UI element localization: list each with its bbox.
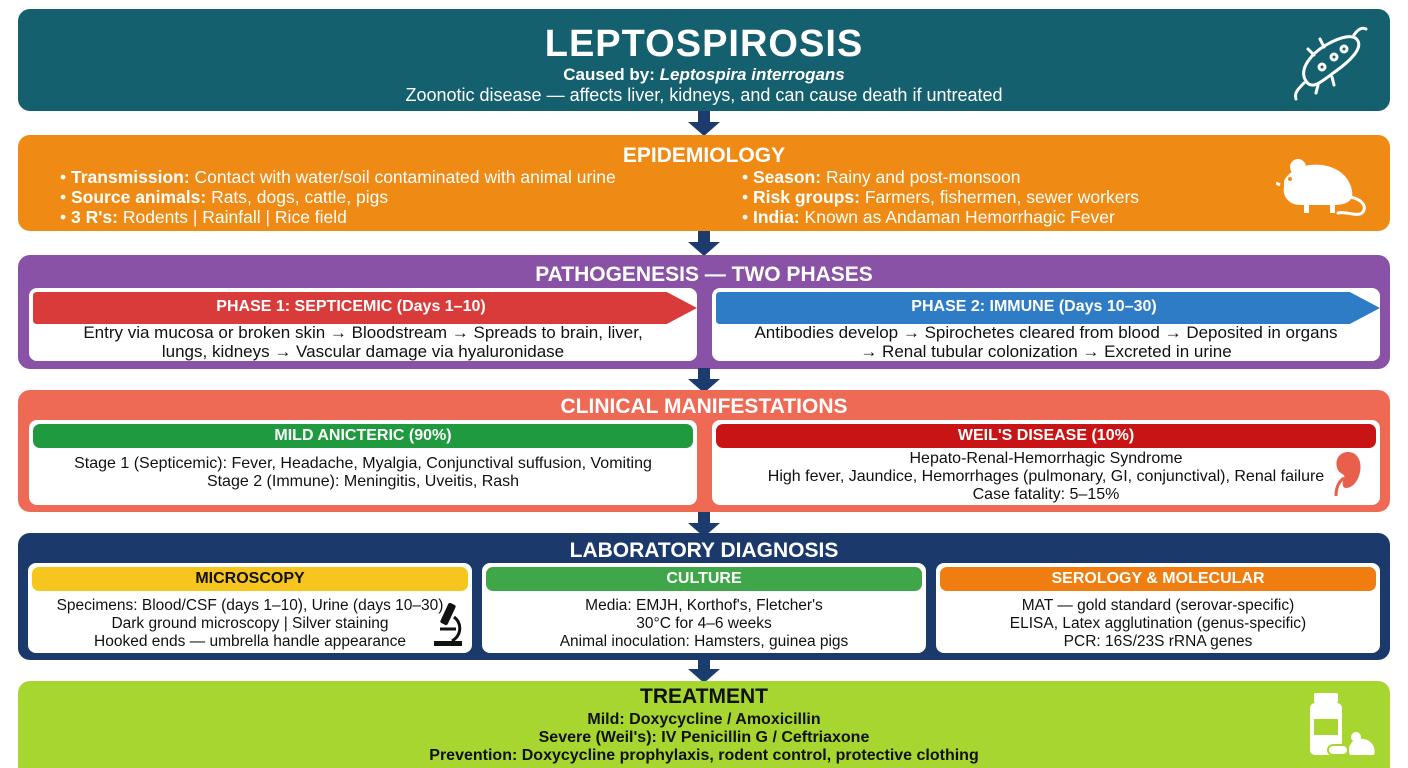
weil-line1: Hepato-Renal-Hemorrhagic Syndrome	[909, 450, 1183, 467]
serology-card: SEROLOGY & MOLECULAR MAT — gold standard…	[936, 563, 1380, 653]
kidney-icon	[1334, 452, 1361, 496]
serology-line: PCR: 16S/23S rRNA genes	[1063, 633, 1253, 650]
weil-line3: Case fatality: 5–15%	[972, 486, 1120, 503]
mild-header: MILD ANICTERIC (90%)	[33, 424, 693, 448]
serology-line: MAT — gold standard (serovar-specific)	[1021, 597, 1295, 614]
microscopy-line: Hooked ends — umbrella handle appearance	[94, 633, 406, 650]
weil-line2: High fever, Jaundice, Hemorrhages (pulmo…	[767, 468, 1325, 485]
list-item: • Risk groups: Farmers, fishermen, sewer…	[742, 187, 1140, 207]
section-title: TREATMENT	[640, 685, 768, 708]
weil-card: WEIL'S DISEASE (10%) Hepato-Renal-Hemorr…	[712, 420, 1380, 505]
mild-line1: Stage 1 (Septicemic): Fever, Headache, M…	[74, 455, 652, 472]
treatment-line: Mild: Doxycycline / Amoxicillin	[587, 711, 821, 728]
phase2-line2: → Renal tubular colonization → Excreted …	[860, 342, 1232, 361]
phase2-card: PHASE 2: IMMUNE (Days 10–30) Antibodies …	[712, 288, 1380, 361]
culture-line: 30°C for 4–6 weeks	[636, 615, 772, 632]
phase1-label: PHASE 1: SEPTICEMIC (Days 1–10)	[216, 298, 486, 315]
epidemiology-section: EPIDEMIOLOGY • Transmission: Contact wit…	[18, 135, 1390, 231]
page-title: LEPTOSPIROSIS	[544, 23, 864, 65]
treatment-section: TREATMENT Mild: Doxycycline / Amoxicilli…	[18, 681, 1390, 768]
bacterium-icon	[1294, 26, 1368, 101]
phase1-line2: lungs, kidneys → Vascular damage via hya…	[161, 342, 565, 361]
flow-arrow	[688, 658, 720, 684]
culture-line: Animal inoculation: Hamsters, guinea pig…	[559, 633, 849, 650]
microscopy-header: MICROSCOPY	[32, 567, 468, 591]
microscope-icon	[434, 602, 462, 646]
medicine-bottle-icon	[1310, 693, 1375, 756]
phase2-line1: Antibodies develop → Spirochetes cleared…	[754, 323, 1338, 342]
flow-arrow	[688, 231, 720, 257]
treatment-line: Prevention: Doxycycline prophylaxis, rod…	[429, 747, 979, 764]
flow-arrow	[688, 111, 720, 137]
list-item: • 3 R's: Rodents | Rainfall | Rice field	[60, 207, 347, 227]
phase1-arrow-banner: PHASE 1: SEPTICEMIC (Days 1–10)	[33, 292, 697, 324]
section-title: CLINICAL MANIFESTATIONS	[560, 395, 848, 418]
list-item: • India: Known as Andaman Hemorrhagic Fe…	[742, 207, 1115, 227]
culture-header: CULTURE	[486, 567, 922, 591]
culture-card: CULTURE Media: EMJH, Korthof's, Fletcher…	[482, 563, 926, 653]
phase1-card: PHASE 1: SEPTICEMIC (Days 1–10) Entry vi…	[29, 288, 697, 361]
microscopy-line: Dark ground microscopy | Silver staining	[111, 615, 389, 632]
culture-line: Media: EMJH, Korthof's, Fletcher's	[585, 597, 823, 614]
mild-line2: Stage 2 (Immune): Meningitis, Uveitis, R…	[206, 473, 520, 490]
header-banner: LEPTOSPIROSIS Caused by: Leptospira inte…	[18, 9, 1390, 111]
organism-name: Leptospira interrogans	[659, 65, 845, 84]
section-title: PATHOGENESIS — TWO PHASES	[535, 263, 873, 286]
section-title: EPIDEMIOLOGY	[622, 144, 786, 167]
cause-label: Caused by:	[563, 65, 660, 84]
laboratory-section: LABORATORY DIAGNOSIS MICROSCOPY Specimen…	[18, 533, 1390, 660]
treatment-line: Severe (Weil's): IV Penicillin G / Ceftr…	[538, 729, 870, 746]
serology-header: SEROLOGY & MOLECULAR	[940, 567, 1376, 591]
disease-description: Zoonotic disease — affects liver, kidney…	[405, 85, 1003, 105]
phase2-arrow-banner: PHASE 2: IMMUNE (Days 10–30)	[716, 292, 1380, 324]
list-item: • Season: Rainy and post-monsoon	[742, 167, 1021, 187]
microscopy-line: Specimens: Blood/CSF (days 1–10), Urine …	[56, 597, 444, 614]
list-item: • Transmission: Contact with water/soil …	[60, 167, 616, 187]
flow-arrow	[688, 368, 720, 394]
clinical-section: CLINICAL MANIFESTATIONS MILD ANICTERIC (…	[18, 390, 1390, 512]
phase2-label: PHASE 2: IMMUNE (Days 10–30)	[911, 298, 1157, 315]
mild-card: MILD ANICTERIC (90%) Stage 1 (Septicemic…	[29, 420, 697, 505]
microscopy-card: MICROSCOPY Specimens: Blood/CSF (days 1–…	[28, 563, 472, 653]
serology-line: ELISA, Latex agglutination (genus-specif…	[1009, 615, 1307, 632]
rat-icon	[1276, 159, 1366, 216]
causative-organism: Caused by: Leptospira interrogans	[18, 65, 1390, 85]
weil-header: WEIL'S DISEASE (10%)	[716, 424, 1376, 448]
pathogenesis-section: PATHOGENESIS — TWO PHASES PHASE 1: SEPTI…	[18, 255, 1390, 369]
list-item: • Source animals: Rats, dogs, cattle, pi…	[60, 187, 389, 207]
phase1-line1: Entry via mucosa or broken skin → Bloods…	[83, 323, 643, 342]
section-title: LABORATORY DIAGNOSIS	[569, 539, 839, 562]
